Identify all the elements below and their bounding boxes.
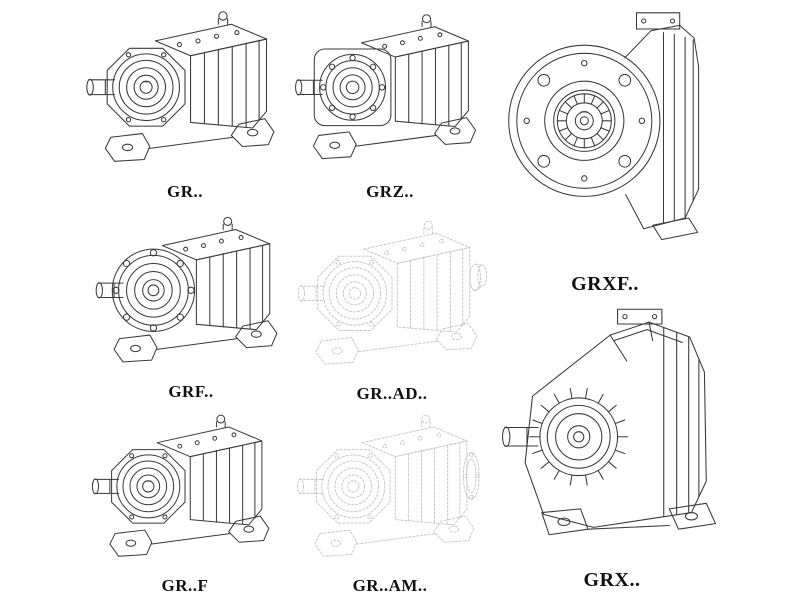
figure-label-grf: GRF.. — [168, 382, 214, 401]
figure-label-grx: GRX.. — [583, 569, 641, 591]
figure-grx: GRX.. — [496, 300, 728, 594]
figure-label-gr: GR.. — [167, 182, 203, 201]
figure-label-grz: GRZ.. — [366, 182, 414, 201]
figure-label-grxf: GRXF.. — [571, 273, 639, 295]
gear-reducer-drawing-grad — [297, 220, 488, 365]
gear-reducer-drawing-grf — [95, 216, 278, 363]
figure-grxf: GRXF.. — [492, 2, 718, 298]
gear-reducer-drawing-gr — [86, 11, 275, 162]
figure-label-gram: GR..AM.. — [352, 576, 428, 595]
figure-grff: GR..F — [82, 406, 288, 598]
gear-reducer-drawing-grff — [91, 414, 270, 557]
gear-reducer-drawing-gram — [296, 414, 480, 557]
figure-grf: GRF.. — [88, 208, 294, 404]
figure-gr: GR.. — [82, 2, 288, 204]
gear-reducer-drawing-grz — [295, 14, 477, 160]
figure-grad: GR..AD.. — [292, 212, 492, 406]
gear-reducer-drawing-grxf — [508, 12, 700, 241]
figure-label-grff: GR..F — [161, 576, 209, 595]
gear-reducer-drawing-grx — [501, 308, 717, 536]
figure-grz: GRZ.. — [292, 2, 488, 204]
figure-label-grad: GR..AD.. — [356, 384, 428, 403]
figure-gram: GR..AM.. — [292, 406, 488, 598]
